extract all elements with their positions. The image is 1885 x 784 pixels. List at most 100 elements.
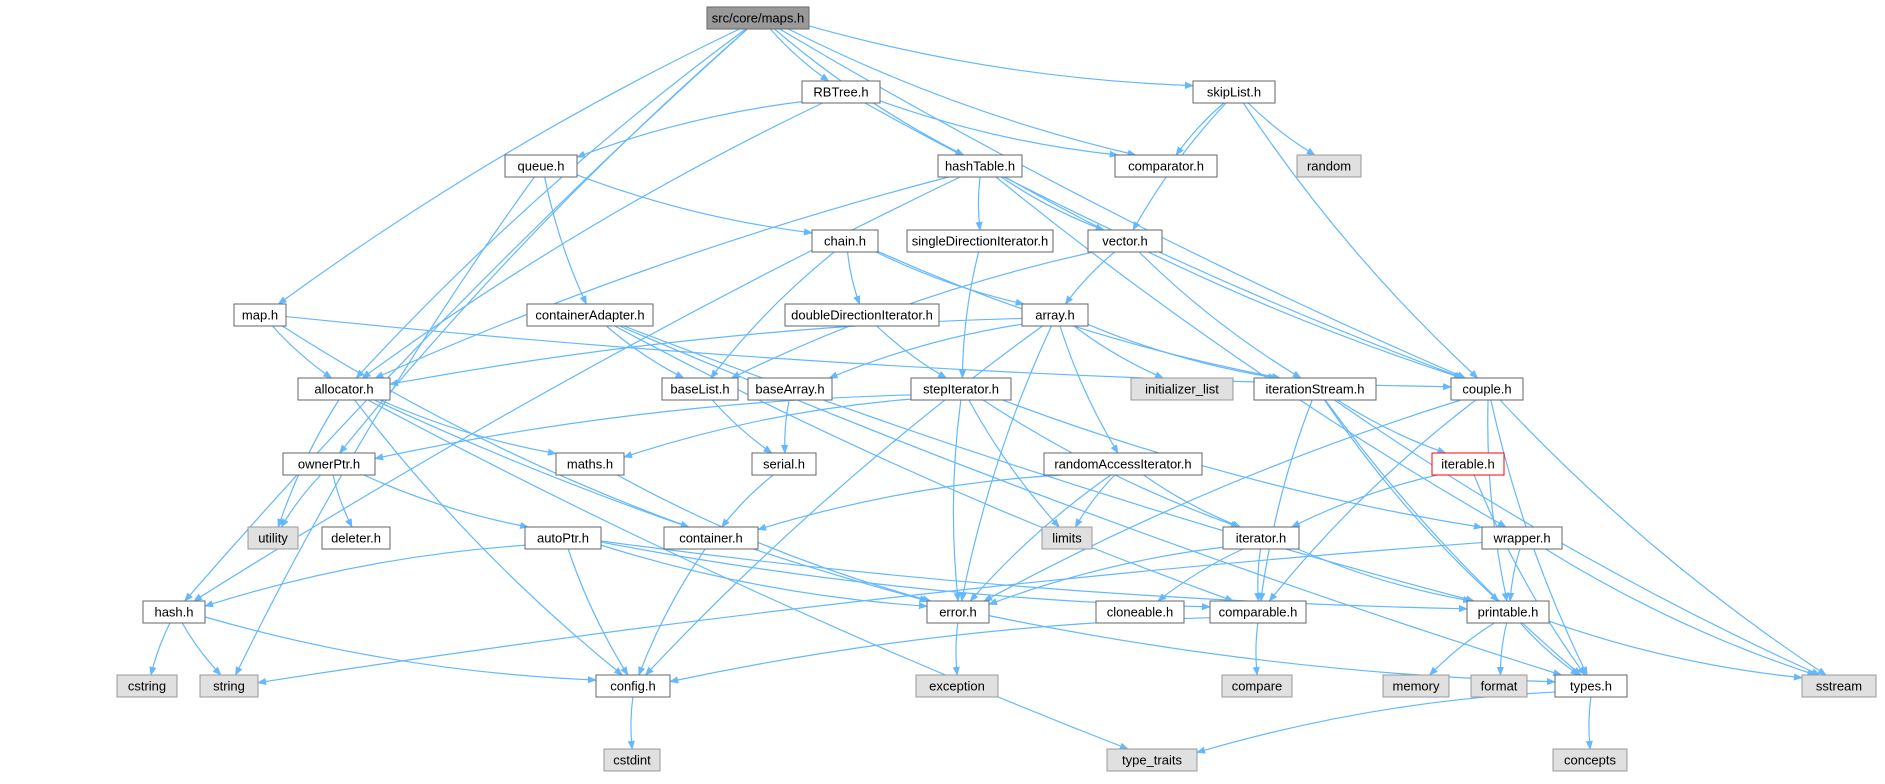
node-queue[interactable]: queue.h xyxy=(504,154,578,178)
node-skiplist[interactable]: skipList.h xyxy=(1192,80,1276,104)
node-double[interactable]: doubleDirectionIterator.h xyxy=(784,303,940,327)
node-randomaccess[interactable]: randomAccessIterator.h xyxy=(1043,452,1203,476)
node-utility: utility xyxy=(247,526,299,550)
node-label-serial: serial.h xyxy=(763,457,805,472)
node-box-utility xyxy=(247,526,299,550)
node-initlist: initializer_list xyxy=(1130,377,1234,401)
node-label-rbtree: RBTree.h xyxy=(813,85,868,100)
node-box-double xyxy=(784,303,940,327)
edge-baselist-to-serial xyxy=(711,399,773,454)
node-label-printable: printable.h xyxy=(1478,605,1539,620)
node-box-comparable xyxy=(1209,600,1307,624)
node-box-initlist xyxy=(1130,377,1234,401)
node-vector[interactable]: vector.h xyxy=(1087,229,1163,253)
edge-maps-to-map xyxy=(277,28,740,305)
edge-randomaccess-to-iterator xyxy=(1143,474,1242,528)
edge-autoptr-to-printable xyxy=(600,540,1468,613)
node-box-serial xyxy=(751,452,817,476)
node-iterator[interactable]: iterator.h xyxy=(1222,526,1300,550)
node-box-single xyxy=(906,229,1054,253)
node-iterstream[interactable]: iterationStream.h xyxy=(1253,377,1377,401)
node-label-cloneable: cloneable.h xyxy=(1107,605,1174,620)
node-label-randomaccess: randomAccessIterator.h xyxy=(1054,457,1191,472)
node-printable[interactable]: printable.h xyxy=(1466,600,1550,624)
node-autoptr[interactable]: autoPtr.h xyxy=(524,526,602,550)
node-comparable[interactable]: comparable.h xyxy=(1209,600,1307,624)
edge-config-to-cstdint xyxy=(627,696,635,750)
node-hash[interactable]: hash.h xyxy=(142,600,206,624)
node-box-containeradapter xyxy=(526,303,654,327)
node-types[interactable]: types.h xyxy=(1554,674,1628,698)
edge-iterator-to-comparable xyxy=(1254,548,1262,602)
node-label-sstream: sstream xyxy=(1816,679,1862,694)
edge-allocator-to-error xyxy=(374,399,929,603)
node-box-rbtree xyxy=(801,80,881,104)
edge-vector-to-array xyxy=(1064,251,1115,305)
node-error[interactable]: error.h xyxy=(926,600,990,624)
edge-serial-to-container xyxy=(721,474,774,528)
node-box-allocator xyxy=(297,377,391,401)
edge-array-to-basearray xyxy=(828,323,1023,379)
edge-hash-to-config xyxy=(204,616,597,684)
edge-printable-to-memory xyxy=(1429,622,1495,676)
node-box-maps xyxy=(706,6,810,30)
edge-array-to-initlist xyxy=(1073,325,1164,379)
node-deleter[interactable]: deleter.h xyxy=(321,526,391,550)
edge-iterstream-to-comparable xyxy=(1258,399,1313,602)
node-wrapper[interactable]: wrapper.h xyxy=(1481,526,1563,550)
edge-randomaccess-to-error xyxy=(969,474,1112,602)
node-stepiter[interactable]: stepIterator.h xyxy=(910,377,1012,401)
node-serial[interactable]: serial.h xyxy=(751,452,817,476)
node-couple[interactable]: couple.h xyxy=(1450,377,1524,401)
node-label-baselist: baseList.h xyxy=(670,382,729,397)
node-box-limits xyxy=(1041,526,1093,550)
edge-single-to-stepiter xyxy=(958,251,980,379)
node-label-couple: couple.h xyxy=(1462,382,1511,397)
edge-queue-to-chain xyxy=(576,174,813,236)
node-ownerptr[interactable]: ownerPtr.h xyxy=(282,452,376,476)
edge-comparable-to-compare xyxy=(1252,622,1260,676)
node-array[interactable]: array.h xyxy=(1021,303,1089,327)
edge-iterable-to-types xyxy=(1473,474,1586,676)
edge-hash-to-string xyxy=(181,622,222,676)
node-comparator[interactable]: comparator.h xyxy=(1114,154,1218,178)
edge-printable-to-sstream xyxy=(1548,620,1803,681)
edge-hashtable-to-couple xyxy=(1004,176,1463,379)
node-maths[interactable]: maths.h xyxy=(555,452,625,476)
node-maps[interactable]: src/core/maps.h xyxy=(706,6,810,30)
node-label-map: map.h xyxy=(242,308,278,323)
node-container[interactable]: container.h xyxy=(663,526,759,550)
node-hashtable[interactable]: hashTable.h xyxy=(937,154,1023,178)
node-label-random: random xyxy=(1307,159,1351,174)
node-iterable[interactable]: iterable.h xyxy=(1431,452,1505,476)
node-label-typetraits: type_traits xyxy=(1122,753,1182,768)
node-chain[interactable]: chain.h xyxy=(811,229,879,253)
node-label-cstring: cstring xyxy=(128,679,166,694)
node-label-array: array.h xyxy=(1035,308,1075,323)
node-containeradapter[interactable]: containerAdapter.h xyxy=(526,303,654,327)
node-box-types xyxy=(1554,674,1628,698)
edge-queue-to-containeradapter xyxy=(544,176,587,305)
node-box-cstdint xyxy=(603,748,661,772)
node-box-exception xyxy=(915,674,999,698)
node-box-deleter xyxy=(321,526,391,550)
node-basearray[interactable]: baseArray.h xyxy=(747,377,833,401)
node-box-autoptr xyxy=(524,526,602,550)
edge-maps-to-allocator xyxy=(355,28,747,379)
node-box-config xyxy=(595,674,671,698)
node-cloneable[interactable]: cloneable.h xyxy=(1095,600,1185,624)
edge-couple-to-comparable xyxy=(1268,399,1477,602)
node-config[interactable]: config.h xyxy=(595,674,671,698)
edge-skiplist-to-comparator xyxy=(1175,102,1225,156)
node-single[interactable]: singleDirectionIterator.h xyxy=(906,229,1054,253)
node-baselist[interactable]: baseList.h xyxy=(661,377,739,401)
node-allocator[interactable]: allocator.h xyxy=(297,377,391,401)
node-rbtree[interactable]: RBTree.h xyxy=(801,80,881,104)
edge-comparable-to-config xyxy=(669,617,1211,684)
node-label-queue: queue.h xyxy=(518,159,565,174)
node-map[interactable]: map.h xyxy=(233,303,287,327)
node-box-basearray xyxy=(747,377,833,401)
node-label-utility: utility xyxy=(258,531,288,546)
node-label-error: error.h xyxy=(939,605,977,620)
node-label-containeradapter: containerAdapter.h xyxy=(535,308,644,323)
